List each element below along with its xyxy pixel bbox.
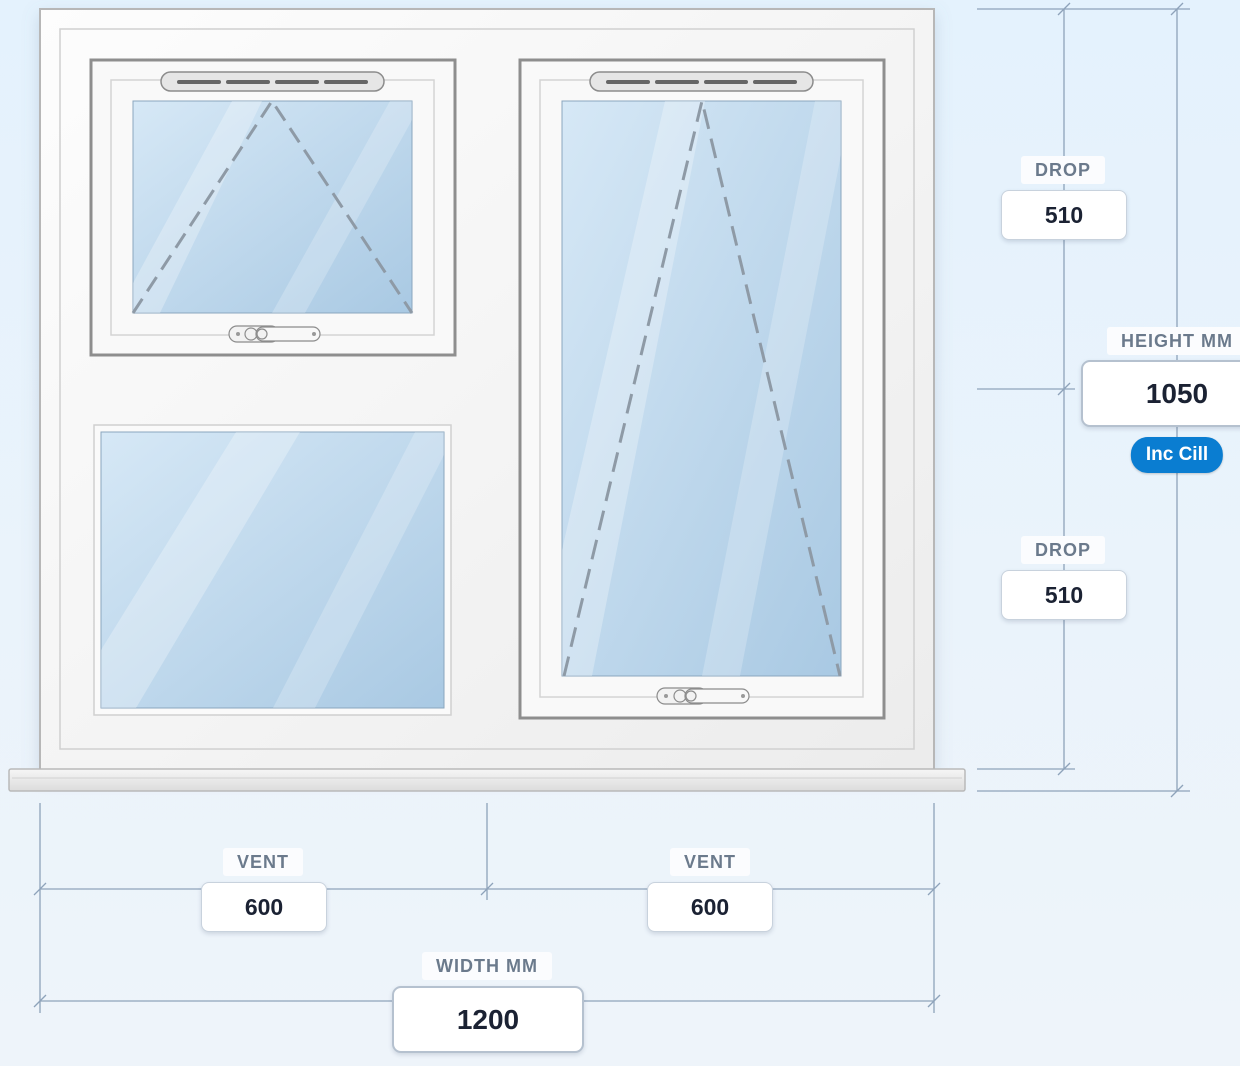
top-left-vent-sash — [89, 58, 457, 357]
width-label: WIDTH MM — [422, 952, 552, 980]
opening-indicator — [131, 98, 414, 314]
vent-right-input[interactable]: 600 — [647, 882, 773, 932]
bottom-left-fixed-pane — [93, 424, 452, 716]
window-inner-frame — [59, 28, 915, 750]
vent-left-label: VENT — [222, 848, 304, 876]
window-sill — [8, 768, 966, 792]
width-dimension-lines — [33, 803, 941, 1013]
vent-left-input[interactable]: 600 — [201, 882, 327, 932]
drop-bottom-input[interactable]: 510 — [1001, 570, 1127, 620]
window-handle — [656, 687, 750, 705]
vent-right-label: VENT — [669, 848, 751, 876]
window-handle — [228, 325, 321, 343]
right-vent-sash — [518, 58, 886, 720]
trickle-vent — [589, 71, 814, 92]
inc-cill-badge[interactable]: Inc Cill — [1130, 437, 1224, 473]
glass-pane — [132, 100, 413, 314]
drop-top-label: DROP — [1020, 156, 1106, 184]
glass-pane — [561, 100, 842, 677]
width-input[interactable]: 1200 — [392, 986, 584, 1053]
drop-bottom-label: DROP — [1020, 536, 1106, 564]
opening-indicator — [562, 100, 842, 677]
glass-pane — [100, 431, 445, 709]
trickle-vent — [160, 71, 385, 92]
height-input[interactable]: 1050 — [1081, 360, 1240, 427]
drop-top-input[interactable]: 510 — [1001, 190, 1127, 240]
height-label: HEIGHT MM — [1107, 327, 1240, 355]
